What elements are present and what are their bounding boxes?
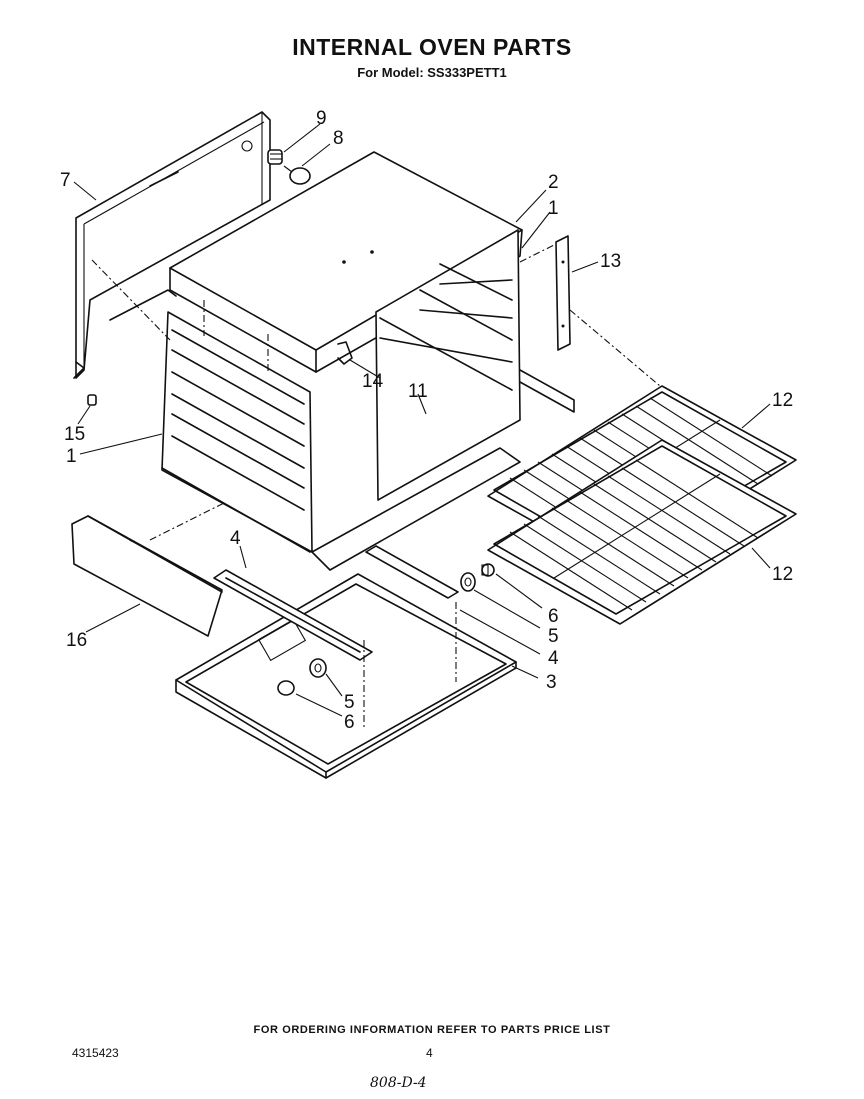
part-16-vent-trim: [71, 515, 223, 637]
callout-12-upper: 12: [772, 390, 793, 411]
callout-4-right: 4: [548, 648, 559, 669]
part-4-channel-left: [213, 569, 373, 661]
part-13-bracket: [555, 235, 571, 351]
part-3-oven-bottom: [175, 573, 517, 779]
model-subtitle: For Model: SS333PETT1: [357, 65, 507, 80]
callout-1-lower: 1: [66, 446, 77, 467]
callout-5-right: 5: [548, 626, 559, 647]
part-14-clip: [337, 341, 353, 365]
callout-14: 14: [362, 371, 384, 392]
document-number: 4315423: [72, 1046, 119, 1060]
callout-6-right: 6: [548, 606, 559, 627]
callout-1-upper: 1: [548, 198, 559, 219]
callout-3: 3: [546, 672, 557, 693]
callout-12-lower: 12: [772, 564, 793, 585]
callout-labels: 9 8 7 2 1 13 14 11 15 1 12 12 4 16 6 5 4…: [60, 108, 793, 733]
callout-6-left: 6: [344, 712, 355, 733]
page-title: INTERNAL OVEN PARTS: [292, 34, 572, 60]
ordering-footer-note: FOR ORDERING INFORMATION REFER TO PARTS …: [253, 1024, 611, 1036]
part-6-knob-right: [481, 563, 495, 577]
part-8-lamp-bulb: [283, 165, 311, 185]
callout-7: 7: [60, 170, 71, 191]
part-12-rack-lower: [487, 439, 797, 625]
page-number: 4: [426, 1046, 433, 1060]
part-2-oven-liner: [109, 151, 575, 571]
callout-11: 11: [408, 381, 428, 402]
part-7-back-panel: [73, 111, 271, 379]
leader-lines: [73, 123, 771, 717]
callout-9: 9: [316, 108, 327, 129]
part-4-channel-right: [365, 545, 459, 599]
callout-2: 2: [548, 172, 559, 193]
callout-16: 16: [66, 630, 87, 651]
rack-lower-wires: [509, 459, 759, 611]
handwritten-reference: 808-D-4: [370, 1075, 427, 1091]
part-5-grommet-left: [309, 658, 327, 678]
assembly-lines: [91, 243, 661, 730]
right-rack-guides: [379, 263, 513, 391]
callout-5-left: 5: [344, 692, 355, 713]
callout-15: 15: [64, 424, 85, 445]
part-9-lamp-socket: [267, 149, 283, 165]
callout-8: 8: [333, 128, 344, 149]
callout-13: 13: [600, 251, 621, 272]
left-rack-guides: [161, 329, 311, 553]
callout-4-left: 4: [230, 528, 241, 549]
part-5-grommet-right: [460, 572, 476, 592]
part-6-knob-left: [277, 680, 295, 696]
part-15-screw: [87, 394, 97, 406]
